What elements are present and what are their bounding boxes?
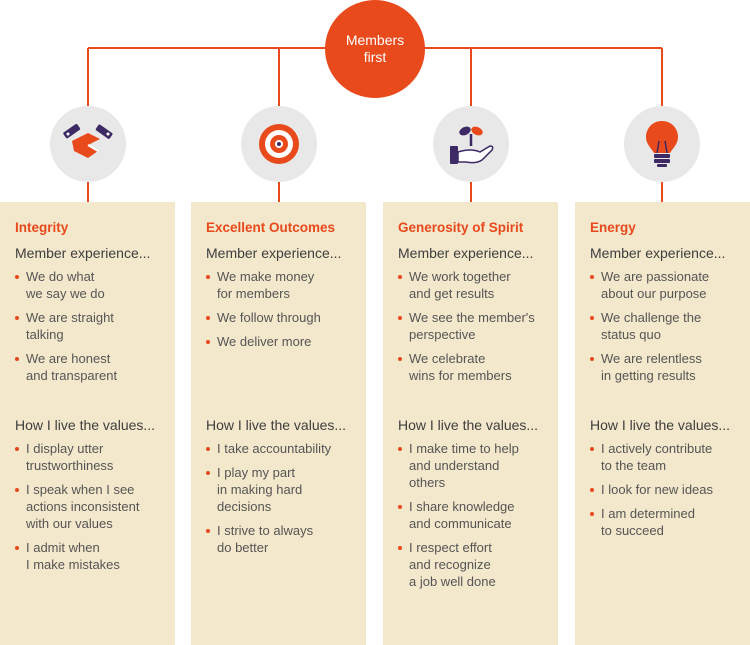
sprout-in-hand-icon [450, 126, 494, 164]
live-values-heading: How I live the values... [15, 417, 156, 433]
list-item: We deliver more [206, 333, 367, 350]
energy-icon-circle [624, 106, 700, 182]
members-first-hub: Members first [325, 0, 425, 98]
card-title: Excellent Outcomes [206, 220, 336, 235]
lightbulb-icon [646, 121, 678, 167]
list-item: I take accountability [206, 440, 367, 457]
energy-card: Energy Member experience... We are passi… [575, 202, 750, 645]
integrity-icon-circle [50, 106, 126, 182]
list-item: We follow through [206, 309, 367, 326]
outcomes-icon-circle [241, 106, 317, 182]
hub-line-2: first [363, 49, 387, 65]
handshake-icon [63, 124, 113, 158]
hub-line-1: Members [345, 32, 405, 48]
card-title: Generosity of Spirit [398, 220, 524, 235]
experience-heading: Member experience... [398, 245, 534, 261]
generosity-icon-circle [433, 106, 509, 182]
experience-heading: Member experience... [590, 245, 726, 261]
generosity-of-spirit-card: Generosity of Spirit Member experience..… [383, 202, 558, 645]
excellent-outcomes-card: Excellent Outcomes Member experience... … [191, 202, 366, 645]
live-values-heading: How I live the values... [398, 417, 539, 433]
list-item: I look for new ideas [590, 481, 750, 498]
integrity-card: Integrity Member experience... We do wha… [0, 202, 175, 645]
live-values-heading: How I live the values... [590, 417, 731, 433]
card-title: Integrity [15, 220, 69, 235]
experience-heading: Member experience... [15, 245, 151, 261]
experience-heading: Member experience... [206, 245, 342, 261]
live-values-heading: How I live the values... [206, 417, 347, 433]
card-title: Energy [590, 220, 636, 235]
target-icon [259, 124, 299, 164]
